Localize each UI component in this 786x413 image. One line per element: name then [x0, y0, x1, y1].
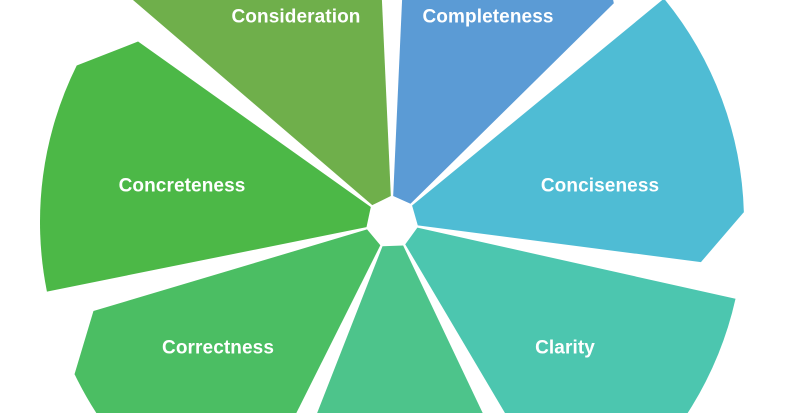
- wedge-clarity[interactable]: [405, 227, 736, 413]
- wedge-conciseness[interactable]: [412, 0, 744, 263]
- wedge-group: [39, 0, 744, 413]
- wedge-correctness[interactable]: [74, 229, 381, 413]
- wedge-completeness[interactable]: [393, 0, 614, 204]
- wedge-consideration[interactable]: [125, 0, 391, 206]
- wedge-concreteness[interactable]: [39, 41, 371, 292]
- wedge-courtesy[interactable]: [278, 245, 543, 413]
